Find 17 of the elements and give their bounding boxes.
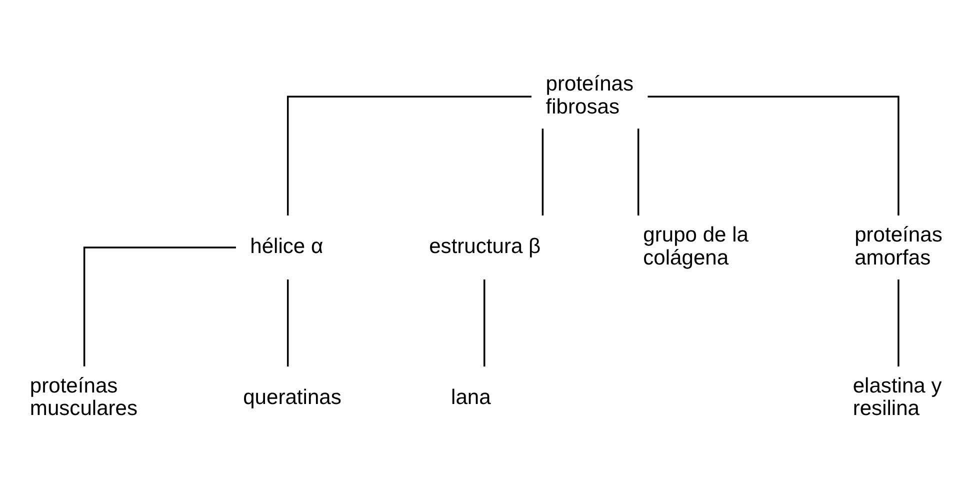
connector — [898, 280, 900, 366]
node-text: elastina y resilina — [852, 374, 942, 420]
connector — [83, 246, 236, 366]
node-text: queratinas — [243, 386, 342, 409]
connector — [286, 96, 532, 216]
node-text: hélice α — [250, 234, 324, 258]
node-text: proteínas fibrosas — [546, 72, 634, 118]
connector — [484, 280, 486, 366]
connector — [286, 280, 289, 366]
connector — [637, 128, 640, 216]
node-text: lana — [451, 386, 491, 409]
node-text: proteínas amorfas — [854, 224, 942, 270]
node-text: proteínas musculares — [30, 374, 138, 420]
node-text: estructura β — [429, 234, 541, 258]
connector — [648, 96, 900, 216]
node-text: grupo de la colágena — [643, 224, 748, 270]
connector — [542, 128, 544, 216]
